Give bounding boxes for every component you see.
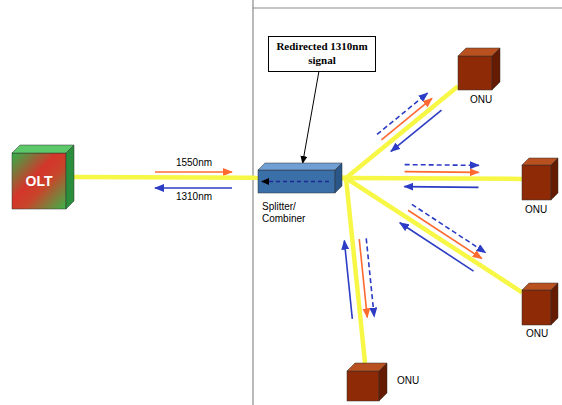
cube-side xyxy=(551,158,558,200)
signal-arrow xyxy=(405,164,479,166)
onu-cube: ONU xyxy=(522,158,558,200)
signal-arrow xyxy=(408,210,482,258)
callout-text: Redirected 1310nm signal xyxy=(273,40,371,68)
cube-front xyxy=(522,290,551,325)
cube-side xyxy=(379,363,387,401)
panel-border xyxy=(253,7,562,8)
signal-arrow xyxy=(400,223,474,271)
cube-front xyxy=(347,371,379,401)
callout-box: Redirected 1310nm signal xyxy=(268,36,376,72)
callout-leader xyxy=(303,72,319,163)
splitter-box: Splitter/ Combiner xyxy=(258,163,342,193)
fiber-line xyxy=(342,176,522,181)
onu-cube-shape xyxy=(522,283,558,325)
onu-cube: ONU xyxy=(522,283,558,325)
cube-top xyxy=(12,145,74,153)
cube-front xyxy=(12,153,66,209)
olt-cube: OLT xyxy=(12,145,74,209)
olt-label: OLT xyxy=(12,153,66,209)
downstream-arrow xyxy=(155,171,232,173)
fiber-line xyxy=(342,178,522,292)
onu-label: ONU xyxy=(397,375,427,387)
redirect-arrow xyxy=(262,181,331,182)
onu-cube: ONU xyxy=(458,48,500,90)
cube-side xyxy=(335,163,342,193)
signal-arrow xyxy=(404,186,478,188)
onu-cube: ONU xyxy=(347,363,387,401)
onu-cube-shape xyxy=(458,48,500,90)
cube-front xyxy=(522,165,551,200)
cube-side xyxy=(551,283,558,325)
onu-cube-shape xyxy=(347,363,387,401)
fiber-line xyxy=(74,175,258,180)
fiber-line xyxy=(342,178,365,363)
onu-label: ONU xyxy=(525,204,555,216)
wavelength-label: 1310nm xyxy=(176,191,212,202)
splitter-label: Splitter/ Combiner xyxy=(262,201,318,224)
fiber-line xyxy=(342,86,458,178)
signal-arrow xyxy=(344,241,352,319)
signal-arrow xyxy=(366,238,374,316)
cube-top xyxy=(258,163,342,170)
onu-cube-shape xyxy=(522,158,558,200)
cube-side xyxy=(66,145,74,209)
signal-arrow xyxy=(381,98,432,139)
upstream-arrow xyxy=(155,187,232,189)
splitter-box-shape xyxy=(258,163,342,193)
onu-label: ONU xyxy=(526,328,556,340)
cube-front xyxy=(458,56,492,90)
panel-border xyxy=(252,0,253,405)
cube-front xyxy=(258,170,335,193)
cube-side xyxy=(492,48,500,90)
signal-arrow xyxy=(391,110,442,151)
signal-arrow xyxy=(405,171,479,173)
signal-arrows xyxy=(344,93,485,319)
onu-label: ONU xyxy=(470,94,500,106)
wavelength-label: 1550nm xyxy=(176,157,212,168)
